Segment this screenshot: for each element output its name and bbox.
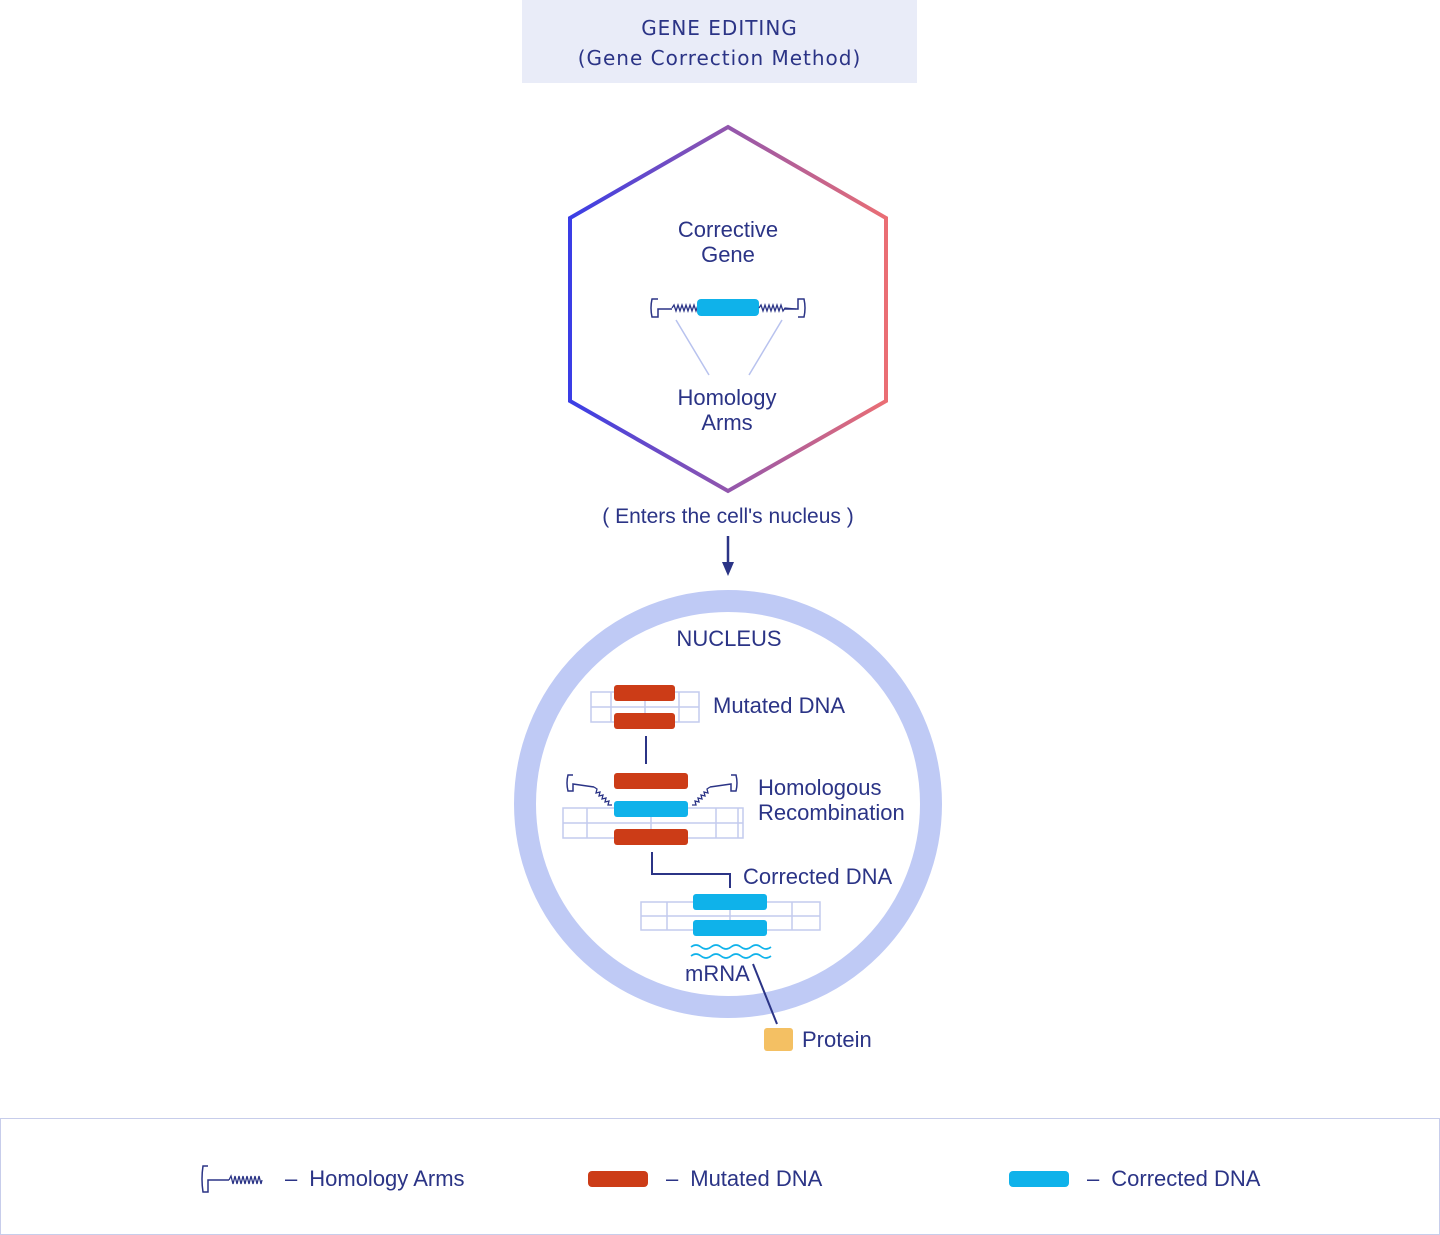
title-box: GENE EDITING (Gene Correction Method) (522, 0, 917, 83)
corrected-dna-label: Corrected DNA (743, 864, 893, 889)
homology-arms-label-line-2: Arms (701, 410, 753, 435)
mutated-dna-swatch (588, 1171, 648, 1187)
corrective-gene-label: Corrective Gene (678, 217, 778, 267)
nucleus-membrane (514, 590, 942, 1018)
nucleus-title: NUCLEUS (676, 626, 782, 651)
legend-dash: – (666, 1166, 679, 1191)
homology-arms-label-line-1: Homology (677, 385, 777, 410)
legend-dash: – (1087, 1166, 1100, 1191)
legend-item-corrected-dna: – Corrected DNA (1009, 1166, 1260, 1192)
legend-label-homology-arms: Homology Arms (309, 1166, 465, 1191)
protein-label: Protein (802, 1027, 872, 1052)
legend-item-homology-arms: – Homology Arms (201, 1165, 465, 1193)
legend-dash: – (285, 1166, 298, 1191)
mrna-wave-icon (690, 944, 772, 959)
legend-label-mutated-dna: Mutated DNA (690, 1166, 823, 1191)
corrective-gene-label-line-1: Corrective (677, 217, 779, 242)
enters-nucleus-label: ( Enters the cell's nucleus ) (602, 505, 854, 528)
corrective-gene-construct (650, 298, 806, 376)
legend: – Homology Arms – Mutated DNA – Correcte… (0, 1118, 1440, 1235)
corrected-dna-swatch (1009, 1171, 1069, 1187)
protein-icon (764, 1028, 793, 1051)
homology-arm-icon (201, 1165, 263, 1193)
recombination-label-line-1: Homologous (758, 775, 882, 800)
legend-item-mutated-dna: – Mutated DNA (588, 1166, 822, 1192)
homology-arms-label: Homology Arms (677, 385, 776, 435)
title-line-2: (Gene Correction Method) (577, 46, 862, 70)
recombination-label-line-2: Recombination (758, 800, 905, 825)
gene-editing-diagram (514, 124, 942, 1051)
mrna-label: mRNA (685, 961, 750, 986)
corrective-gene-label-line-2: Gene (701, 242, 755, 267)
down-arrow-icon (722, 536, 734, 576)
legend-label-corrected-dna: Corrected DNA (1111, 1166, 1261, 1191)
title-line-1: GENE EDITING (641, 16, 798, 40)
corrected-dna-segment (640, 894, 821, 936)
vector-hexagon (568, 124, 888, 494)
recombination-label: Homologous Recombination (758, 775, 905, 825)
mutated-dna-segment (590, 685, 700, 729)
mutated-dna-label: Mutated DNA (713, 693, 846, 718)
homologous-recombination (562, 773, 744, 845)
